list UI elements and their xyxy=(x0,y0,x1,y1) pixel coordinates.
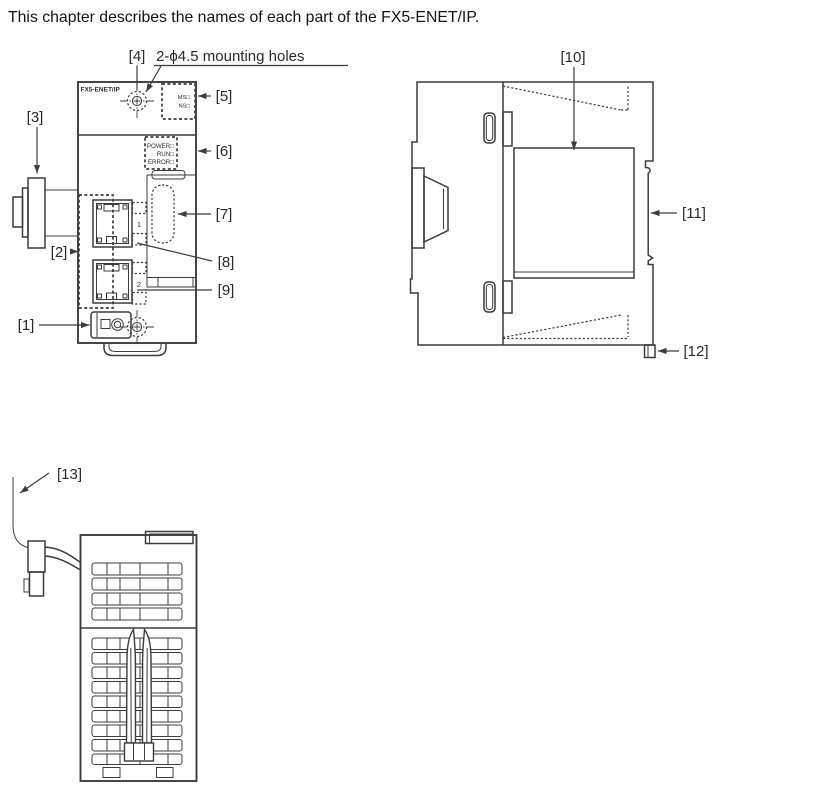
callout-13-label: [13] xyxy=(57,466,82,483)
callout-6-label: [6] xyxy=(216,143,233,160)
callout-2-label: [2] xyxy=(51,244,68,261)
bottom-foot-left xyxy=(102,767,121,778)
side-extension-connector xyxy=(411,167,449,249)
side-dashed-label-top xyxy=(502,85,629,111)
callout-8-leader xyxy=(136,242,213,262)
callout-4-label: [4] xyxy=(129,48,146,65)
power-led-label: POWER□ xyxy=(147,143,174,150)
callout-10-label: [10] xyxy=(560,49,585,66)
callout-9-label: [9] xyxy=(218,282,235,299)
port2-lower-led xyxy=(131,291,147,305)
callout-11-label: [11] xyxy=(682,205,706,222)
side-view-callouts: [10] [11] [12] xyxy=(560,49,708,360)
upper-vent-rows xyxy=(91,562,183,621)
bottom-view-callouts: [13] xyxy=(19,466,82,494)
side-view-drawing xyxy=(409,81,656,359)
side-window xyxy=(513,147,635,279)
top-led-box: MS□ NS□ xyxy=(161,83,196,120)
front-view-callouts: [4] 2-ϕ4.5 mounting holes [5] [6] [7] [8… xyxy=(18,48,348,334)
status-led-box: POWER□ RUN□ ERROR□ xyxy=(144,136,186,180)
bottom-foot-right xyxy=(156,767,174,778)
intro-text: This chapter describes the names of each… xyxy=(8,9,479,26)
callout-7-label: [7] xyxy=(216,206,233,223)
mounting-hole-bottom xyxy=(119,309,155,345)
bottom-top-tab xyxy=(144,530,194,545)
internal-connector-outline xyxy=(151,184,175,244)
mounting-note-label: 2-ϕ4.5 mounting holes xyxy=(156,48,305,65)
side-body-outline xyxy=(409,81,654,346)
error-led-label: ERROR□ xyxy=(148,159,174,166)
bottom-module-outline xyxy=(79,534,198,782)
callout-3-label: [3] xyxy=(27,109,44,126)
din-latch xyxy=(123,627,155,762)
ethernet-port-1: 1 xyxy=(92,199,147,248)
left-extension-connector xyxy=(12,177,78,249)
mounting-note-arrow xyxy=(145,65,162,93)
module-name-label: FX5-ENET/IP xyxy=(81,87,121,94)
port2-number: 2 xyxy=(137,280,141,289)
bottom-view-drawing xyxy=(12,477,198,782)
callout-1-label: [1] xyxy=(18,317,35,334)
front-din-tab xyxy=(103,343,167,357)
run-led-label: RUN□ xyxy=(157,151,174,158)
extension-cable xyxy=(12,477,81,597)
callout-12-label: [12] xyxy=(683,343,708,360)
ethernet-port-2: 2 xyxy=(92,259,147,305)
port2-upper-led xyxy=(131,261,147,275)
din-rail-hook xyxy=(643,344,656,359)
lower-vent-rows xyxy=(91,637,183,765)
ns-led-label: NS□ xyxy=(178,104,190,110)
callout-13-arrow xyxy=(19,472,50,494)
ethernet-port-cover-outline xyxy=(78,194,114,309)
callout-8-label: [8] xyxy=(218,254,235,271)
bottom-connector xyxy=(90,311,132,339)
side-dashed-label-bottom xyxy=(502,314,629,340)
side-vent-slots xyxy=(483,111,513,314)
port1-upper-led xyxy=(131,201,147,215)
front-view-drawing: FX5-ENET/IP MS□ NS□ POWER□ RUN□ ERROR□ xyxy=(12,81,197,357)
port1-number: 1 xyxy=(137,220,141,229)
callout-5-label: [5] xyxy=(216,88,233,105)
ms-led-label: MS□ xyxy=(178,95,191,101)
